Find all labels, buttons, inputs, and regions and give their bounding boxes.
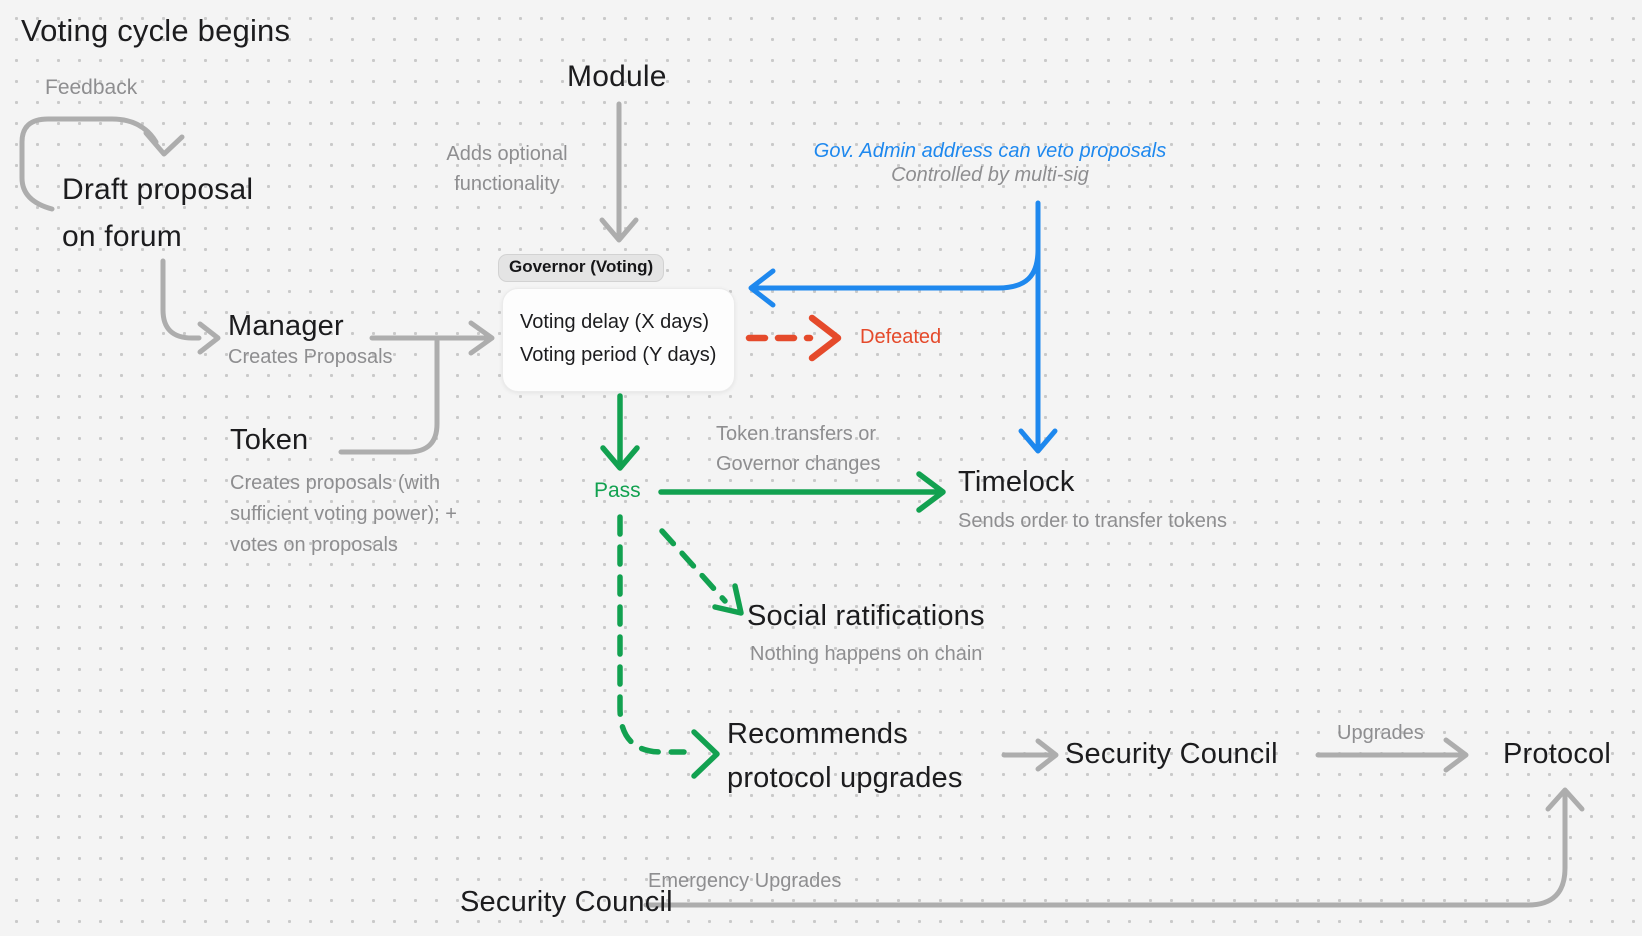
manager-to-governor-arrow [369,320,495,356]
veto-to-governor-arrow [748,247,1041,308]
node-manager: Manager [228,310,344,342]
upgrades-label: Upgrades [1337,722,1424,744]
node-recommends-upgrades: Recommends protocol upgrades [727,718,963,794]
node-timelock: Timelock [958,466,1075,498]
council-to-protocol-arrow [1315,737,1469,773]
module-to-governor-arrow [599,101,639,243]
token-transfers-note: Token transfers or Governor changes [716,423,881,475]
voting-period-text: Voting period (Y days) [520,344,717,366]
draft-to-manager-arrow [160,258,221,355]
pass-to-social-arrow [659,528,744,616]
feedback-loop-arrow [19,116,185,212]
page-title: Voting cycle begins [21,13,291,48]
defeated-arrow [745,314,842,362]
pass-to-recommends-arrow [617,514,720,779]
node-defeated: Defeated [860,326,942,348]
manager-subtext: Creates Proposals [228,346,393,368]
token-to-governor-arrow [338,338,440,455]
feedback-label: Feedback [45,76,138,99]
social-subtext: Nothing happens on chain [750,643,983,665]
governor-to-pass-arrow [600,393,640,471]
pass-to-timelock-arrow [658,471,946,513]
node-protocol: Protocol [1503,738,1611,770]
voting-delay-text: Voting delay (X days) [520,311,709,333]
node-security-council-bottom: Security Council [460,886,673,918]
governor-voting-badge: Governor (Voting) [498,254,665,282]
gov-admin-veto-note: Gov. Admin address can veto proposals [813,140,1167,162]
node-draft-proposal: Draft proposal on forum [62,173,254,253]
node-pass: Pass [594,479,641,502]
recommends-to-council-arrow [1001,738,1059,772]
multisig-note: Controlled by multi-sig [891,164,1089,186]
veto-to-timelock-arrow [1018,200,1058,454]
node-social-ratifications: Social ratifications [747,600,985,632]
node-security-council: Security Council [1065,738,1278,770]
node-module: Module [567,60,667,93]
node-token: Token [230,424,309,456]
governor-box: Voting delay (X days) Voting period (Y d… [502,288,735,392]
timelock-subtext: Sends order to transfer tokens [958,510,1228,532]
emergency-upgrades-label: Emergency Upgrades [648,870,842,892]
emergency-upgrades-arrow [643,787,1585,908]
token-subtext: Creates proposals (with sufficient votin… [230,472,457,556]
adds-optional-note: Adds optional functionality [446,143,568,195]
